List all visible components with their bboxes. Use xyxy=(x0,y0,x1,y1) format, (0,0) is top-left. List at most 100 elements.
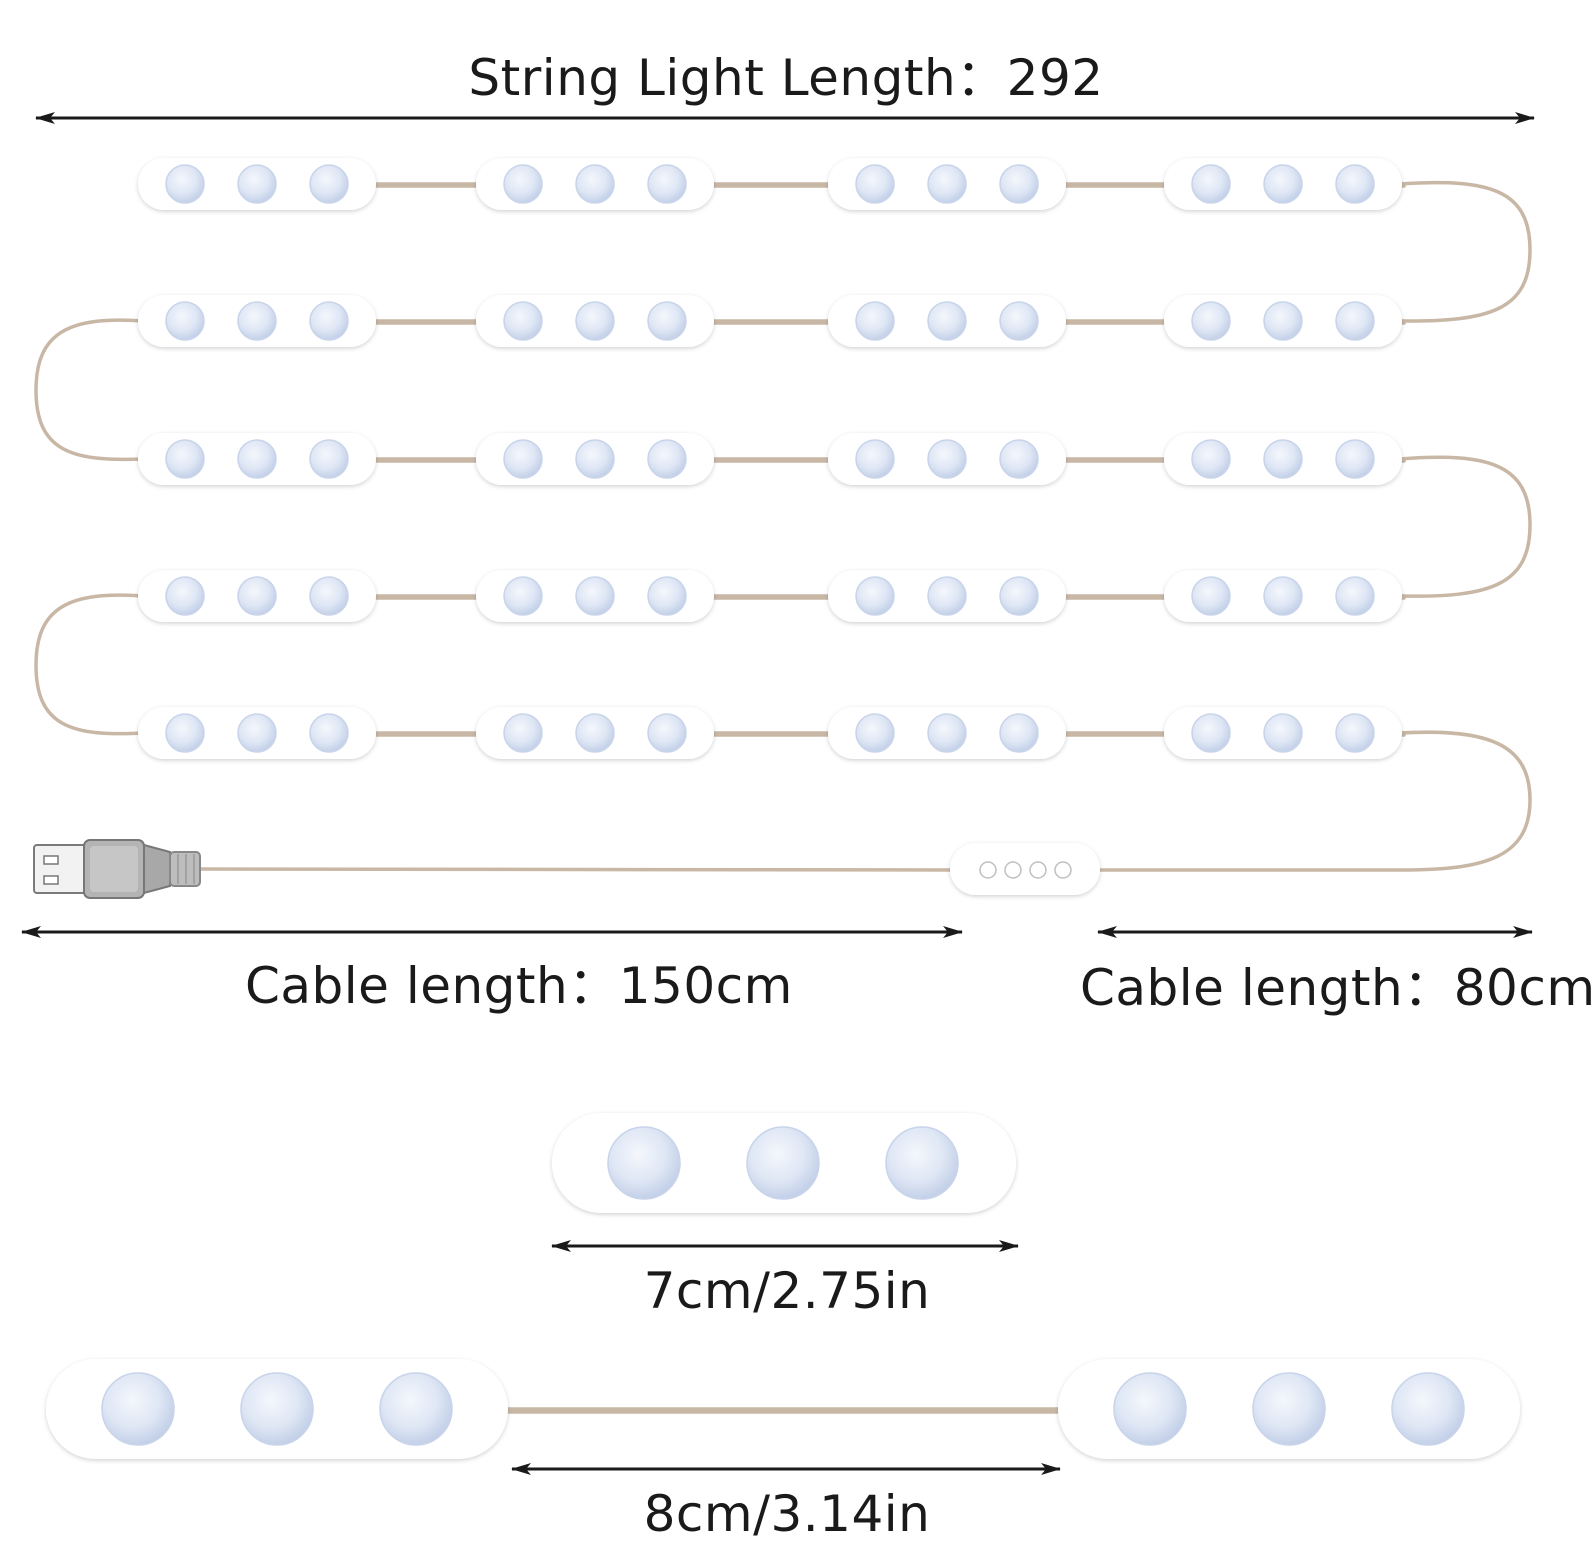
led-bulb xyxy=(575,439,615,479)
led-bulb xyxy=(927,576,967,616)
led-bulb xyxy=(575,713,615,753)
led-bulb xyxy=(165,713,205,753)
light-module xyxy=(476,433,714,485)
led-bulb xyxy=(309,164,349,204)
light-module xyxy=(476,158,714,210)
led-bulb xyxy=(927,164,967,204)
led-bulb xyxy=(503,164,543,204)
led-bulb xyxy=(927,713,967,753)
light-module xyxy=(476,295,714,347)
led-bulb xyxy=(575,576,615,616)
led-bulb xyxy=(240,1372,314,1446)
light-module xyxy=(1164,570,1402,622)
light-module xyxy=(828,707,1066,759)
light-module xyxy=(138,433,376,485)
led-bulb xyxy=(999,164,1039,204)
led-bulb xyxy=(309,576,349,616)
led-bulb xyxy=(999,301,1039,341)
light-module xyxy=(1164,433,1402,485)
light-module xyxy=(138,158,376,210)
led-bulb xyxy=(237,713,277,753)
led-bulb xyxy=(101,1372,175,1446)
light-module-detail xyxy=(552,1113,1016,1213)
led-bulb xyxy=(1335,301,1375,341)
string-light-length-label: String Light Length：292 xyxy=(468,49,1104,107)
led-bulb xyxy=(607,1126,681,1200)
module-layer xyxy=(46,158,1520,1459)
led-bulb xyxy=(647,576,687,616)
led-bulb xyxy=(1391,1372,1465,1446)
led-bulb xyxy=(746,1126,820,1200)
wire xyxy=(1398,455,1532,598)
led-bulb xyxy=(1335,713,1375,753)
led-bulb xyxy=(1263,439,1303,479)
led-bulb xyxy=(379,1372,453,1446)
light-module xyxy=(138,707,376,759)
led-bulb xyxy=(237,164,277,204)
led-bulb xyxy=(575,301,615,341)
wire xyxy=(198,867,956,872)
light-module xyxy=(828,433,1066,485)
led-bulb xyxy=(927,301,967,341)
led-bulb xyxy=(575,164,615,204)
led-bulb xyxy=(647,164,687,204)
led-bulb xyxy=(855,439,895,479)
led-bulb xyxy=(1191,439,1231,479)
led-bulb xyxy=(165,439,205,479)
controller-button xyxy=(1029,861,1047,879)
led-bulb xyxy=(647,713,687,753)
led-bulb xyxy=(1113,1372,1187,1446)
controller-button xyxy=(1004,861,1022,879)
light-module xyxy=(1164,707,1402,759)
led-bulb xyxy=(309,301,349,341)
cable-length-label-left: Cable length：150cm xyxy=(245,957,793,1015)
light-module xyxy=(828,295,1066,347)
led-bulb xyxy=(855,164,895,204)
led-bulb xyxy=(503,713,543,753)
led-bulb xyxy=(1335,576,1375,616)
usb-plug-icon xyxy=(33,839,201,899)
led-bulb xyxy=(885,1126,959,1200)
wire xyxy=(34,318,144,462)
light-module-detail xyxy=(1058,1359,1520,1459)
led-bulb xyxy=(1263,713,1303,753)
led-bulb xyxy=(855,301,895,341)
led-bulb xyxy=(1191,301,1231,341)
controller-button xyxy=(1054,861,1072,879)
led-bulb xyxy=(927,439,967,479)
led-bulb xyxy=(647,439,687,479)
cable-length-label-right: Cable length：80cm xyxy=(1080,959,1596,1017)
light-module xyxy=(138,570,376,622)
controller-button xyxy=(979,861,997,879)
wire xyxy=(1398,180,1532,323)
controller-box xyxy=(950,843,1100,895)
led-bulb xyxy=(237,301,277,341)
led-bulb xyxy=(503,576,543,616)
light-module xyxy=(1164,295,1402,347)
led-bulb xyxy=(165,301,205,341)
led-bulb xyxy=(999,713,1039,753)
light-module xyxy=(1164,158,1402,210)
led-bulb xyxy=(165,576,205,616)
light-module xyxy=(828,570,1066,622)
led-bulb xyxy=(309,439,349,479)
led-bulb xyxy=(855,576,895,616)
light-module xyxy=(476,707,714,759)
led-bulb xyxy=(999,439,1039,479)
led-bulb xyxy=(165,164,205,204)
led-bulb xyxy=(999,576,1039,616)
led-bulb xyxy=(855,713,895,753)
led-bulb xyxy=(309,713,349,753)
led-bulb xyxy=(1263,576,1303,616)
wire-layer xyxy=(34,180,1532,1414)
led-bulb xyxy=(1335,439,1375,479)
module-spacing-label: 8cm/3.14in xyxy=(643,1485,931,1543)
wire xyxy=(1094,730,1532,872)
led-bulb xyxy=(647,301,687,341)
light-module-detail xyxy=(46,1359,508,1459)
led-bulb xyxy=(237,576,277,616)
led-bulb xyxy=(1191,576,1231,616)
light-module xyxy=(476,570,714,622)
led-bulb xyxy=(1263,301,1303,341)
